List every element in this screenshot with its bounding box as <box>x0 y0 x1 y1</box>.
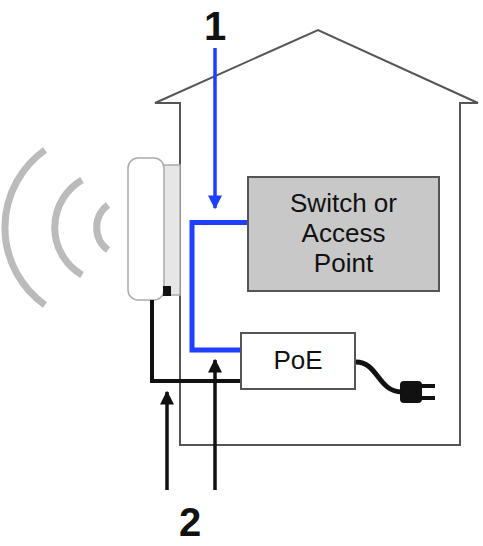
callout-arrow <box>213 360 217 490</box>
ethernet-link <box>192 222 247 350</box>
callout-number: 1 <box>204 6 226 46</box>
power-plug <box>400 381 435 403</box>
switch-box: Switch or Access Point <box>247 176 440 292</box>
node-label: PoE <box>248 346 348 376</box>
callout-arrow <box>165 392 169 490</box>
callout-arrow <box>213 48 217 208</box>
ethernet-cable <box>152 300 240 381</box>
node-label: Switch or Access Point <box>279 189 409 279</box>
radio-waves <box>5 150 108 305</box>
callout-number: 2 <box>179 502 201 542</box>
power-cord <box>356 362 402 392</box>
antenna-port <box>163 286 171 296</box>
antenna-body <box>128 158 164 300</box>
poe-box: PoE <box>240 332 356 390</box>
